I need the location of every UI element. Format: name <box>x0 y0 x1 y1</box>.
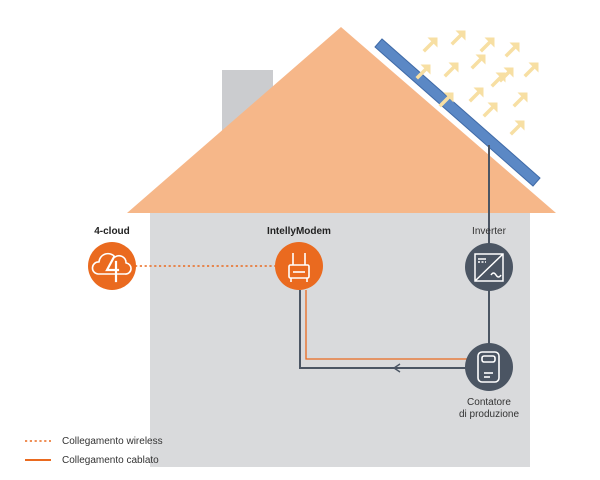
sun-ray-arrow-icon <box>523 62 539 78</box>
modem-node[interactable] <box>275 242 323 290</box>
sun-rays <box>415 30 539 136</box>
sun-ray-arrow-icon <box>422 37 438 53</box>
legend-wireless: Collegamento wireless <box>52 434 163 448</box>
legend-wired-label: Collegamento cablato <box>62 454 159 466</box>
sun-ray-arrow-icon <box>512 92 528 108</box>
inverter-dc-ac-icon <box>474 253 504 282</box>
sun-ray-arrow-icon <box>415 64 431 80</box>
modem-label: IntellyModem <box>267 226 331 237</box>
sun-ray-arrow-icon <box>468 87 484 103</box>
solar-panel <box>374 38 541 187</box>
sun-ray-arrow-icon <box>490 72 506 88</box>
direction-arrow <box>392 363 401 373</box>
sun-ray-arrow-icon <box>470 54 486 70</box>
meter-modem-dark-line <box>299 290 467 369</box>
house-body <box>150 212 530 467</box>
sun-ray-arrow-icon <box>482 102 498 118</box>
sun-ray-arrow-icon <box>443 62 459 78</box>
cloud-label: 4-cloud <box>94 226 130 237</box>
energy-meter-icon <box>477 351 500 383</box>
inverter-label: Inverter <box>472 226 506 237</box>
sun-ray-arrow-icon <box>450 30 466 46</box>
roof <box>127 27 556 213</box>
sun-ray-arrow-icon <box>509 120 525 136</box>
router-antenna-icon <box>288 253 310 282</box>
legend-wireless-label: Collegamento wireless <box>62 435 163 447</box>
legend-wired: Collegamento cablato <box>52 453 159 467</box>
sun-ray-arrow-icon <box>438 92 454 108</box>
inverter-node[interactable] <box>465 243 513 291</box>
sun-ray-arrow-icon <box>504 42 520 58</box>
meter-modem-wired-line <box>305 290 467 360</box>
sun-ray-arrow-icon <box>479 37 495 53</box>
cloud-4-icon <box>91 252 132 283</box>
meter-label-line2: di produzione <box>458 409 520 420</box>
meter-label-line1: Contatore <box>467 397 511 408</box>
cloud-node[interactable] <box>88 242 136 290</box>
meter-node[interactable] <box>465 343 513 391</box>
